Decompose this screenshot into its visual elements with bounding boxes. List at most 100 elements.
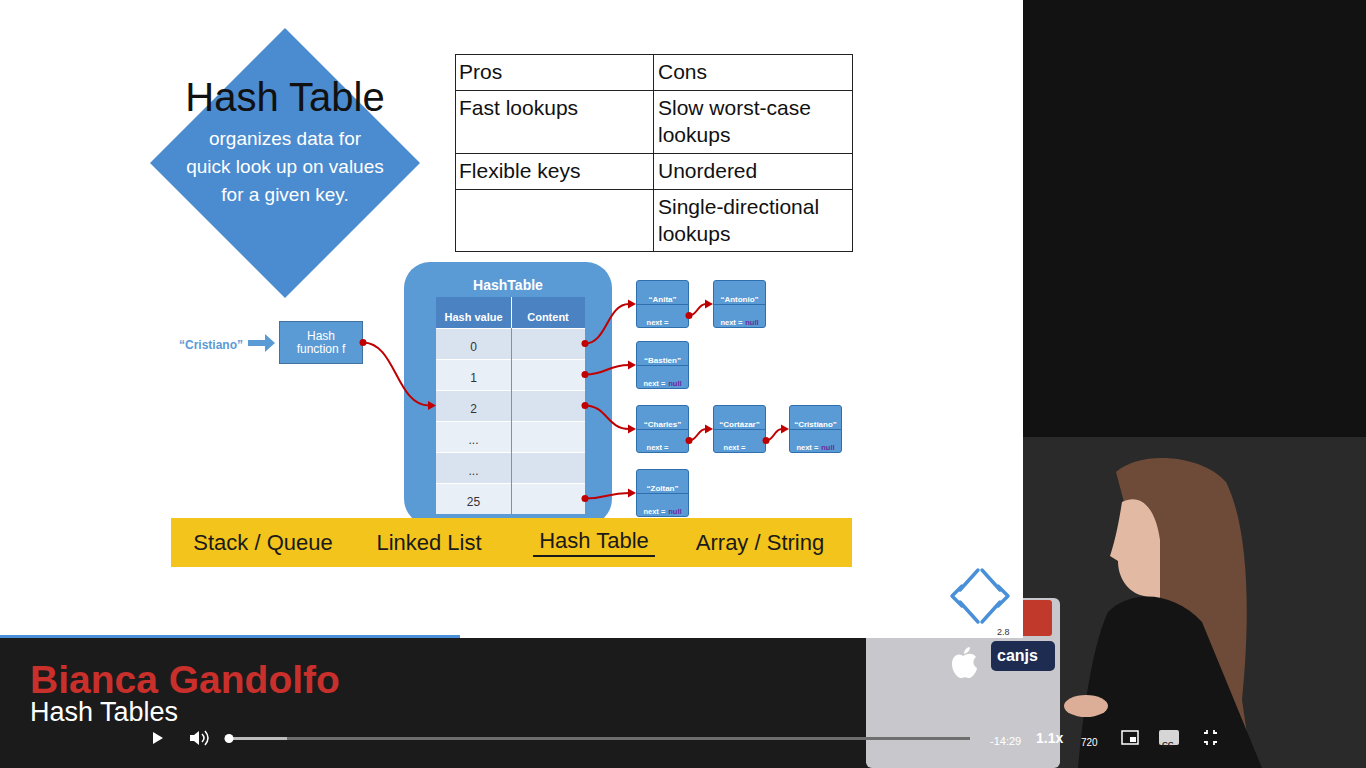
fullscreen-exit-icon: [1204, 730, 1217, 745]
topic-diamond: Hash Table organizes data for quick look …: [150, 28, 420, 298]
content-cell: [512, 421, 585, 452]
band-item-holder: Array / String: [696, 530, 824, 556]
hash-value-holder: 1: [470, 368, 477, 386]
progress-knob: [225, 734, 234, 743]
pointer-line: [585, 493, 629, 499]
pointer-dot: [582, 340, 589, 347]
next-field: next =: [720, 318, 742, 327]
null-value: null: [668, 507, 681, 516]
table-rule: [455, 153, 852, 154]
topic-band: Stack / Queue Linked List Hash Table Array …: [171, 518, 852, 567]
container-title-holder: HashTable: [473, 276, 543, 294]
table-cell: Pros: [459, 60, 502, 84]
table-cell-holder: Fast lookups: [459, 96, 578, 120]
table-cell-holder: Slow worst-case lookups: [658, 94, 848, 148]
list-name-holder: “Zoltan”: [647, 477, 679, 495]
logo-mark: [952, 570, 1008, 622]
pointer-line: [585, 365, 629, 375]
playback-speed-holder: 1.1x: [1036, 729, 1063, 747]
arrow-head: [628, 489, 636, 498]
header-cell: Hash value: [444, 311, 502, 323]
pointer-arrow: [686, 300, 714, 320]
arrow-head: [781, 425, 789, 434]
list-name: “Anita”: [649, 295, 677, 304]
arrow-head: [628, 300, 636, 309]
pointer-dot: [686, 437, 693, 444]
pointer-line: [585, 406, 629, 430]
pointer-dot: [582, 495, 589, 502]
next-field: next =: [724, 443, 746, 452]
next-field-holder: next =: [724, 436, 746, 454]
table-rule: [455, 189, 852, 190]
list-node: “Cortázar” next =: [713, 405, 766, 453]
list-divider: [790, 429, 841, 430]
progress-track: [228, 737, 970, 740]
table-cell: Single-directional lookups: [658, 193, 848, 247]
pointer-dot: [582, 402, 589, 409]
table-cell: Cons: [658, 60, 707, 84]
list-node: “Cristiano”next =null: [789, 405, 842, 453]
arrow-head: [628, 361, 636, 370]
next-field: next =: [796, 443, 818, 452]
pointer-line: [363, 343, 429, 406]
list-divider: [637, 429, 688, 430]
talk-title-holder: Hash Tables: [30, 697, 178, 728]
pointer-arrow: [582, 402, 637, 434]
sticker-text: canjs: [997, 647, 1038, 665]
list-node: “Anita” next =: [636, 280, 689, 328]
bucket-row: 25: [436, 483, 585, 514]
band-item-holder: Hash Table: [533, 528, 655, 557]
next-field: next =: [643, 379, 665, 388]
null-value: null: [821, 443, 834, 452]
hash-value: 1: [470, 371, 477, 385]
list-name: “Cortázar”: [719, 420, 759, 429]
pip-inner: [1130, 737, 1136, 742]
volume-icon: [190, 731, 199, 745]
diamond-title: Hash Table: [185, 74, 384, 120]
band-item: Stack / Queue: [193, 530, 332, 556]
pointer-arrow: [582, 361, 637, 379]
pointer-line: [766, 429, 782, 441]
list-node: “Antonio” next =null: [713, 280, 766, 328]
quality-holder: 720: [1081, 732, 1098, 750]
slide-number: 2.8: [997, 627, 1010, 637]
pointer-line: [585, 304, 629, 344]
arrow-head: [705, 300, 713, 309]
next-field-holder: next =: [796, 436, 818, 454]
arrow-head: [628, 425, 636, 434]
list-name-holder: “Charles”: [644, 413, 681, 431]
table-cell: Slow worst-case lookups: [658, 94, 848, 148]
band-item: Array / String: [696, 530, 824, 556]
hash-value-holder: 25: [467, 492, 480, 510]
table-header-row: Hash valueContent: [436, 297, 585, 328]
speaker-name-holder: Bianca Gandolfo: [30, 658, 340, 702]
list-name-holder: “Cortázar”: [719, 413, 759, 431]
null-value: null: [745, 318, 758, 327]
cell-rule: [511, 297, 512, 328]
band-item-holder: Stack / Queue: [193, 530, 332, 556]
diamond-fill: [150, 28, 420, 298]
diamond-body-holder: organizes data for quick look up on valu…: [185, 125, 385, 209]
list-name: “Zoltan”: [647, 484, 679, 493]
bucket-row: 1: [436, 359, 585, 390]
list-name-holder: “Bastien”: [644, 349, 681, 367]
input-key-holder: “Cristiano”: [179, 335, 243, 353]
pointer-arrow: [763, 425, 790, 445]
pointer-dot: [360, 339, 367, 346]
speaker-face: [1110, 499, 1160, 600]
list-name: “Antonio”: [720, 295, 758, 304]
list-name: “Charles”: [644, 420, 681, 429]
input-key: “Cristiano”: [179, 338, 243, 352]
list-node: “Bastien” next =null: [636, 341, 689, 389]
hash-value-holder: 2: [470, 399, 477, 417]
hash-value: ...: [468, 433, 478, 447]
slide-number-holder: 2.8: [997, 621, 1010, 639]
next-field-holder: next =: [647, 311, 669, 329]
null-value-holder: null: [668, 372, 681, 390]
hash-value: 25: [467, 495, 480, 509]
input-arrow: [248, 334, 275, 352]
table-cell-holder: Flexible keys: [459, 159, 580, 183]
band-item: Linked List: [376, 530, 481, 556]
pointer-arrow: [582, 489, 637, 503]
